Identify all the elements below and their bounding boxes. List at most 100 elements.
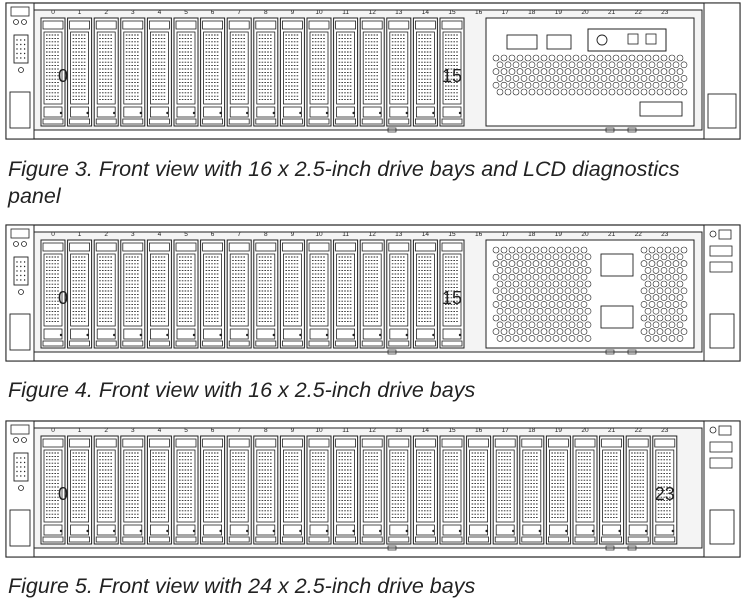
bay-number-label: 4 [158,231,162,238]
drive-bay [306,435,332,545]
bay-number-label: 16 [475,231,483,238]
bay-number-label: 8 [264,427,268,434]
drive-bay [333,239,359,349]
left-rack-ear [5,224,35,362]
drive-bay [519,435,545,545]
drive-bay [545,435,571,545]
bay-number-label: 10 [315,427,323,434]
drive-bay [359,17,385,127]
ear-handle [9,91,31,129]
screw-icon [18,289,24,295]
bay-number-label: 19 [555,9,563,16]
drive-bay [306,17,332,127]
lcd-diagnostics-panel [485,17,695,127]
drive-bay [439,239,465,349]
bay-number-label: 23 [661,9,669,16]
power-button-icon [10,424,30,435]
drive-bay [173,435,199,545]
figure-5-caption: Figure 5. Front view with 24 x 2.5-inch … [8,574,476,598]
bay-number-label: 17 [502,427,510,434]
drive-bay [120,17,146,127]
bay-number-label: 0 [51,9,55,16]
first-bay-label: 0 [58,288,68,308]
bay-number-label: 12 [369,9,377,16]
right-ear-handle [707,93,737,129]
drive-bay [412,239,438,349]
power-icon [596,34,608,46]
left-rack-ear [5,420,35,558]
id-led-icon [21,19,27,25]
front-vent-grille [492,246,592,342]
status-led-icon [13,437,19,443]
drive-bay [279,435,305,545]
bay-number-label: 2 [104,9,108,16]
bay-number-label: 10 [315,231,323,238]
drive-bay [40,435,66,545]
figure-3-caption: Figure 3. Front view with 16 x 2.5-inch … [8,157,680,208]
bay-number-label: 3 [131,427,135,434]
drive-bay [333,435,359,545]
screw-icon [18,67,24,73]
drive-bay [226,239,252,349]
id-button-icon [718,229,732,240]
drive-bay [439,17,465,127]
drive-bay [625,435,651,545]
bay-number-label: 12 [369,427,377,434]
drive-bay [226,435,252,545]
right-rack-ear [703,420,741,558]
bay-number-label: 20 [581,9,589,16]
drive-bay [279,17,305,127]
screw-icon [387,349,397,355]
bay-number-label: 13 [395,427,403,434]
bay-number-label: 4 [158,9,162,16]
screw-icon [627,545,637,551]
bay-number-label: 18 [528,9,536,16]
usb-port-icon [506,34,538,50]
bay-number-label: 7 [237,231,241,238]
bay-number-label: 19 [555,231,563,238]
bay-number-label: 5 [184,9,188,16]
bay-number-label: 17 [502,9,510,16]
id-button-icon [627,33,639,45]
bay-number-label: 22 [635,427,643,434]
bay-number-label: 16 [475,427,483,434]
ear-handle [9,509,31,547]
bay-number-label: 4 [158,427,162,434]
drive-bay [93,435,119,545]
drive-bay [146,239,172,349]
bay-number-label: 0 [51,427,55,434]
bottom-rail [34,545,702,551]
screw-icon [605,349,615,355]
power-button-icon [709,426,717,434]
bottom-rail [34,349,702,355]
pull-out-tab [639,101,683,117]
last-bay-label: 15 [442,288,462,308]
drive-bay [599,435,625,545]
drive-bay [386,17,412,127]
bay-number-label: 2 [104,231,108,238]
right-rack-ear [703,2,741,140]
drive-bay [466,435,492,545]
bay-number-label: 23 [661,427,669,434]
bay-number-label: 14 [422,427,430,434]
first-bay-label: 0 [58,66,68,86]
drive-bay [173,239,199,349]
last-bay-label: 23 [655,484,675,504]
bay-number-label: 18 [528,231,536,238]
bay-number-label: 21 [608,9,616,16]
drive-bay [146,435,172,545]
power-button-icon [709,230,717,238]
status-led-icon [13,19,19,25]
drive-bay [173,17,199,127]
screw-icon [605,545,615,551]
drive-bay [412,17,438,127]
drive-bay [253,239,279,349]
right-ear-handle [709,313,735,349]
bay-number-label: 5 [184,231,188,238]
